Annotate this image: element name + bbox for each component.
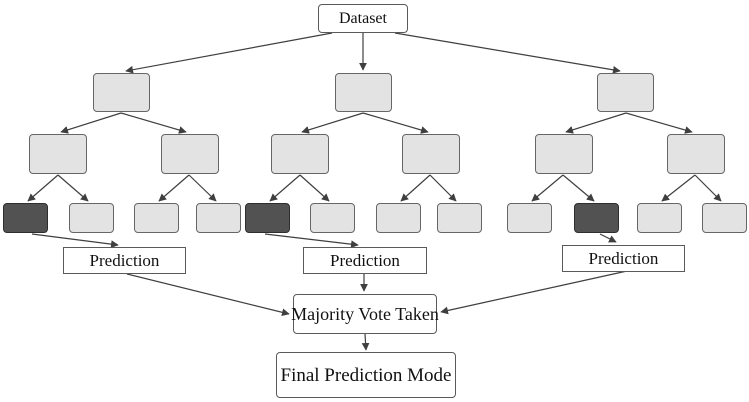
- tree2-leaf-node-2: [310, 203, 355, 233]
- tree-edge: [694, 174, 722, 202]
- tree-edge: [188, 174, 217, 202]
- tree2-root-node: [335, 73, 392, 112]
- tree-edge: [362, 112, 429, 134]
- tree-edge: [301, 112, 364, 134]
- arrow-leaf-to-prediction1: [31, 233, 119, 248]
- tree3-leaf-node-2-highlighted: [574, 203, 619, 233]
- dataset-label: Dataset: [339, 9, 387, 27]
- tree1-internal-node-left: [29, 134, 87, 174]
- tree3-leaf-node-1: [507, 203, 552, 233]
- tree1-leaf-node-2: [69, 203, 114, 233]
- final-prediction-label: Final Prediction Mode: [280, 364, 452, 386]
- tree-edge: [57, 174, 89, 202]
- tree3-root-node: [597, 73, 654, 112]
- arrow-leaf-to-prediction2: [264, 233, 359, 249]
- majority-vote-box: Majority Vote Taken: [291, 294, 439, 334]
- tree-edge: [661, 174, 696, 202]
- tree3-internal-node-right: [667, 134, 725, 174]
- tree1-internal-node-right: [161, 134, 219, 174]
- tree-edge: [625, 112, 693, 134]
- arrow-leaf-to-prediction3: [599, 233, 617, 243]
- tree-edge: [158, 174, 190, 202]
- arrow-dataset-to-tree1: [125, 32, 333, 74]
- tree3-leaf-node-4: [702, 203, 747, 233]
- arrow-dataset-to-tree3: [394, 32, 621, 74]
- majority-vote-label: Majority Vote Taken: [291, 304, 439, 324]
- tree-edge: [562, 174, 595, 202]
- dataset-box: Dataset: [318, 4, 408, 33]
- prediction-box-3: Prediction: [562, 245, 685, 272]
- arrow-prediction1-to-vote: [126, 273, 290, 317]
- tree2-leaf-node-1-highlighted: [245, 203, 290, 233]
- tree-edge: [60, 112, 122, 134]
- tree-edge: [400, 174, 431, 202]
- tree-edge: [269, 174, 301, 202]
- tree1-root-node: [93, 73, 150, 112]
- tree-edge: [120, 112, 187, 134]
- prediction-box-1: Prediction: [63, 247, 186, 274]
- tree1-leaf-node-3: [134, 203, 179, 233]
- tree-edge: [531, 174, 564, 202]
- tree-edge: [429, 174, 457, 202]
- tree1-leaf-node-4: [196, 203, 241, 233]
- tree3-internal-node-left: [535, 134, 593, 174]
- prediction-label: Prediction: [330, 251, 400, 270]
- arrow-vote-to-final: [361, 333, 370, 351]
- prediction-label: Prediction: [588, 249, 659, 268]
- tree-edge: [299, 174, 330, 202]
- prediction-label: Prediction: [89, 251, 160, 270]
- tree1-leaf-node-1-highlighted: [3, 203, 48, 233]
- arrow-prediction3-to-vote: [440, 270, 628, 315]
- tree-edge: [565, 112, 627, 134]
- final-prediction-box: Final Prediction Mode: [276, 352, 456, 398]
- tree3-leaf-node-3: [637, 203, 682, 233]
- tree2-internal-node-left: [271, 134, 329, 174]
- tree2-leaf-node-4: [437, 203, 482, 233]
- tree-edge: [27, 174, 59, 202]
- prediction-box-2: Prediction: [303, 247, 427, 274]
- tree2-internal-node-right: [402, 134, 460, 174]
- tree2-leaf-node-3: [376, 203, 421, 233]
